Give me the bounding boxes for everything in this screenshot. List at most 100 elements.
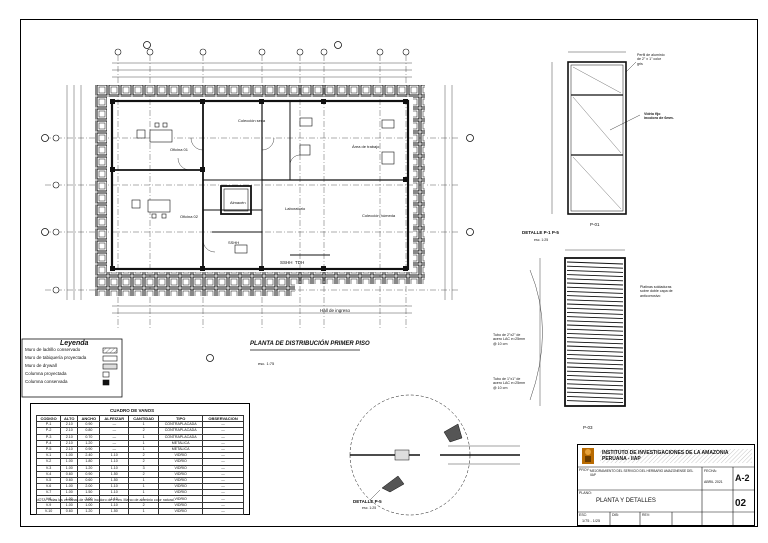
- railing-bar: [566, 337, 624, 341]
- schedule-cell: —: [202, 507, 244, 516]
- p03-label: P-03: [583, 425, 593, 430]
- section-markers: [41, 41, 474, 362]
- legend-item: Muro de tabiquería proyectada: [25, 355, 87, 360]
- scale-value: 1/75 - 1/25: [582, 519, 601, 523]
- schedule-cell: 1: [128, 507, 160, 516]
- p01-detail-scale: esc. 1:25: [534, 238, 549, 242]
- legend-frame: [21, 338, 123, 398]
- date-value: ABRIL 2021: [704, 480, 723, 484]
- p03-note-tube2: Tubo de 2"x2" de acero LAC e=25mm @ 10 c…: [493, 333, 526, 346]
- railing-bars: [566, 261, 624, 404]
- railing-bar: [566, 349, 624, 353]
- schedule-cell: CONTRAPLACADA: [158, 421, 204, 429]
- p01-detail-title: DETALLE P-1 P-5: [522, 230, 559, 235]
- schedule-cell: VIDRIO: [158, 507, 204, 516]
- railing-bar: [566, 282, 624, 286]
- schedule-cell: 1.20: [77, 507, 101, 516]
- door-swings: [177, 137, 301, 253]
- railing-bar: [566, 311, 624, 315]
- schedule-cell: V-10: [35, 507, 62, 516]
- plano-name: PLANTA Y DETALLES: [596, 498, 656, 504]
- schedule-cell: CONTRAPLACADA: [158, 433, 204, 441]
- p01-label: P-01: [590, 222, 600, 227]
- railing-bar: [566, 265, 624, 269]
- railing-bar: [566, 358, 624, 362]
- railing-bar: [566, 391, 624, 395]
- rev-label: REV:: [642, 513, 651, 517]
- railing-bar: [566, 299, 624, 303]
- plan-title: PLANTA DE DISTRIBUCIÓN PRIMER PISO: [250, 341, 370, 347]
- scale-label: ESC:: [579, 513, 588, 517]
- p01-note-glass: Vidrio fijo incoloro de 6mm.: [644, 112, 674, 121]
- detail-p01-elevation: [551, 51, 641, 215]
- detail-p03-elevation: [529, 249, 626, 407]
- railing-bar: [566, 341, 624, 345]
- project-name: MEJORAMIENTO DEL SERVICIO DEL HERBARIO A…: [590, 469, 694, 477]
- p03-note-tube1: Tubo de 1"x1" de acero LAC e=25mm @ 10 c…: [493, 377, 526, 390]
- legend-title: Leyenda: [60, 340, 89, 347]
- p5-detail-scale: esc. 1:25: [362, 506, 377, 510]
- railing-bar: [566, 362, 624, 366]
- p01-note-profile: Perfil de aluminio de 2" x 1" color gris: [637, 53, 665, 66]
- room-label: Oficina 01: [170, 147, 189, 152]
- plano-label: PLANO:: [579, 491, 592, 495]
- railing-bar: [566, 316, 624, 320]
- railing-bar: [566, 366, 624, 370]
- plan-scale: esc. 1:75: [258, 361, 275, 366]
- railing-bar: [566, 387, 624, 391]
- title-block: [577, 444, 755, 526]
- room-label: Colección seca: [238, 118, 266, 123]
- p03-note-plates: Platinas soldaduras sobre doble capa de …: [640, 285, 673, 298]
- railing-bar: [566, 332, 624, 336]
- railing-bar: [566, 307, 624, 311]
- grid-bubbles: [52, 48, 410, 294]
- door-schedule-note: NOTA: Todas las ventanas de vidrio incol…: [36, 498, 175, 502]
- legend-swatches: [102, 347, 118, 386]
- railing-bar: [566, 290, 624, 294]
- sheet-border: [20, 19, 758, 527]
- institution-name: INSTITUTO DE INVESTIGACIONES DE LA AMAZO…: [602, 450, 729, 462]
- detail-p5-plan: [349, 394, 520, 516]
- railing-bar: [566, 303, 624, 307]
- room-label: Laboratorio: [285, 206, 306, 211]
- railing-bar: [566, 400, 624, 404]
- railing-bar: [566, 379, 624, 383]
- schedule-header: OBSERVACION: [202, 414, 244, 423]
- railing-bar: [566, 395, 624, 399]
- railing-bar: [566, 370, 624, 374]
- railing-bar: [566, 286, 624, 290]
- drawn-label: DIB:: [612, 513, 619, 517]
- railing-bar: [566, 320, 624, 324]
- p5-detail-title: DETALLE P-5: [353, 499, 382, 504]
- railing-bar: [566, 345, 624, 349]
- room-label: SSHH: [228, 240, 240, 245]
- railing-bar: [566, 295, 624, 299]
- room-label: Área de trabajo: [352, 144, 380, 149]
- railing-bar: [566, 278, 624, 282]
- room-label: Colección húmeda: [362, 213, 396, 218]
- plan-label-sshh1: SSHH: [280, 260, 293, 265]
- schedule-cell: 0.60: [60, 507, 79, 516]
- railing-bar: [566, 324, 624, 328]
- railing-bar: [566, 383, 624, 387]
- institution-logo: [582, 448, 594, 464]
- perimeter-wall-blocks: [95, 85, 425, 296]
- plan-label-sshh2: TDH: [295, 260, 305, 265]
- structural-columns: [110, 99, 408, 271]
- railing-bar: [566, 274, 624, 278]
- railing-bar: [566, 269, 624, 273]
- door-schedule-title: CUADRO DE VANOS: [110, 408, 155, 413]
- title-block-grid: [577, 466, 755, 526]
- room-label: Almacén: [230, 200, 246, 205]
- legend-item: Muro de ladrillo conservado: [25, 347, 81, 352]
- schedule-cell: 1.50: [99, 507, 130, 516]
- door-schedule-frame: [30, 403, 250, 515]
- railing-bar: [566, 374, 624, 378]
- legend-item: Columna conservada: [25, 379, 68, 384]
